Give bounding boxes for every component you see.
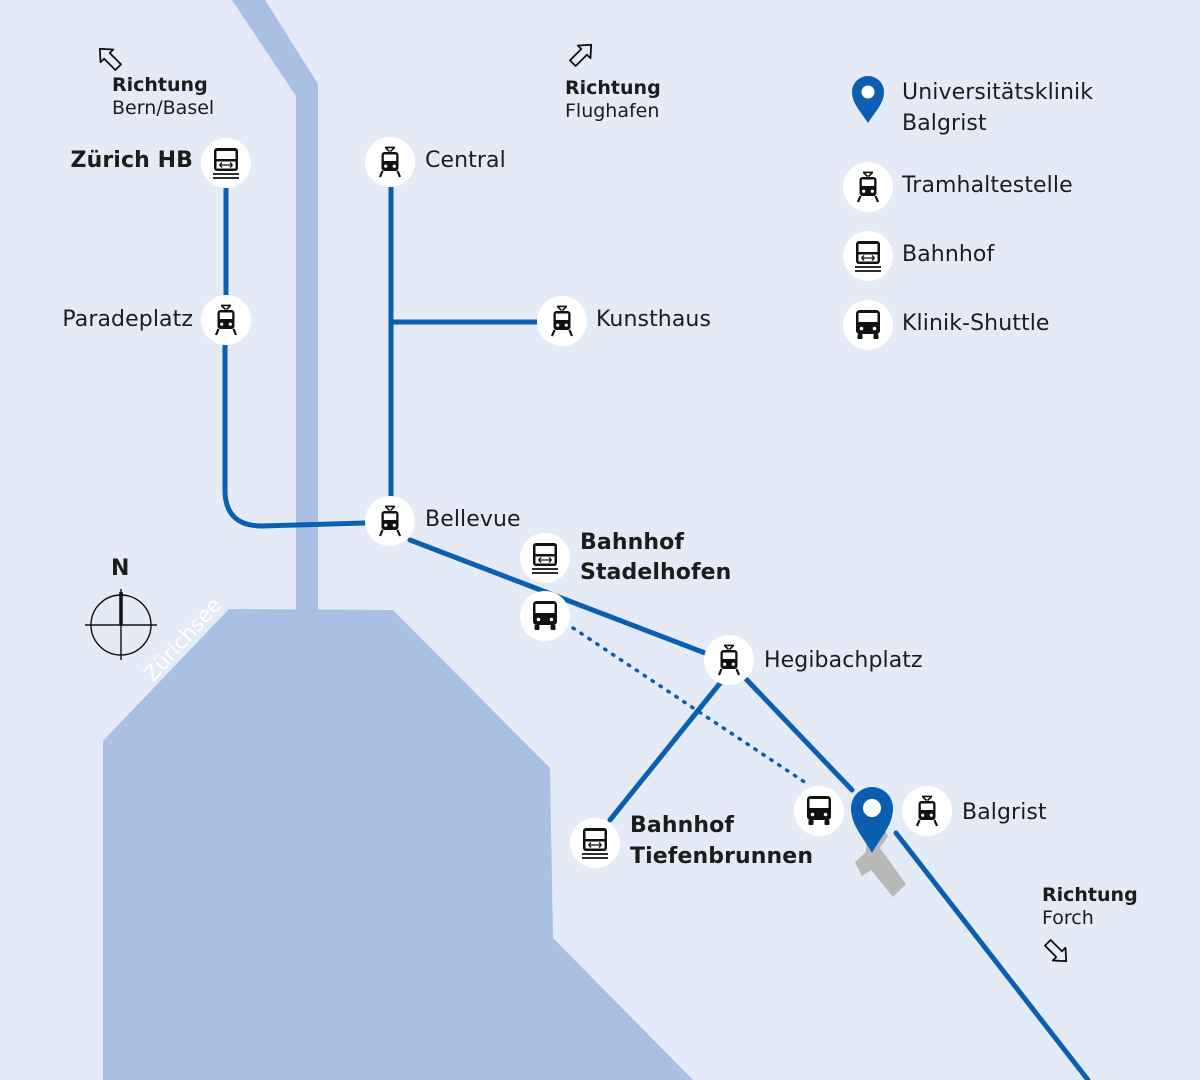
station-label-bellevue[interactable]: Bellevue <box>425 507 521 532</box>
limmat-river <box>232 0 318 620</box>
tram-lines <box>222 184 1091 1080</box>
direction-label: Richtung <box>1042 884 1138 906</box>
station-kunsthaus-badge[interactable] <box>537 296 587 346</box>
legend-tram-icon <box>843 162 893 212</box>
lake-zurich <box>103 609 693 1080</box>
station-hegibachplatz-badge[interactable] <box>704 635 754 685</box>
station-label-zuerich-hb[interactable]: Zürich HB <box>70 148 193 173</box>
station-tiefenbrunnen-badge[interactable] <box>570 818 620 868</box>
station-label-central[interactable]: Central <box>425 148 506 173</box>
station-label-stadelhofen-line1[interactable]: Bahnhof <box>580 530 684 555</box>
station-stadelhofen-badge[interactable] <box>520 533 570 583</box>
direction-label: Richtung <box>565 77 661 99</box>
direction-label: Richtung <box>112 74 208 96</box>
legend-station-label: Bahnhof <box>902 242 995 267</box>
direction-destination: Flughafen <box>565 100 660 122</box>
station-label-hegibachplatz[interactable]: Hegibachplatz <box>764 648 923 673</box>
legend-train-station-icon <box>843 231 893 281</box>
station-paradeplatz-badge[interactable] <box>201 295 251 345</box>
station-central-badge[interactable] <box>365 137 415 187</box>
north-label: N <box>111 556 130 581</box>
direction-destination: Forch <box>1042 907 1094 929</box>
station-label-tiefenbrunnen-line1[interactable]: Bahnhof <box>630 813 734 838</box>
shuttle-balgrist-badge[interactable] <box>794 786 844 836</box>
direction-arrows <box>98 43 1068 963</box>
compass <box>85 589 157 660</box>
direction-forch: Richtung Forch <box>1042 884 1138 930</box>
direction-flughafen: Richtung Flughafen <box>565 77 661 123</box>
direction-bern-basel: Richtung Bern/Basel <box>112 74 214 120</box>
legend-tram-label: Tramhaltestelle <box>902 173 1073 198</box>
legend-clinic-line2: Balgrist <box>902 111 987 136</box>
station-label-balgrist[interactable]: Balgrist <box>962 800 1047 825</box>
station-label-stadelhofen-line2[interactable]: Stadelhofen <box>580 560 732 585</box>
station-label-kunsthaus[interactable]: Kunsthaus <box>596 307 712 332</box>
clinic-location-pin-icon[interactable] <box>851 787 893 853</box>
station-label-paradeplatz[interactable]: Paradeplatz <box>62 307 193 332</box>
legend-shuttle-label: Klinik-Shuttle <box>902 311 1050 336</box>
station-zuerich-hb-badge[interactable] <box>201 138 251 188</box>
direction-destination: Bern/Basel <box>112 97 215 119</box>
shuttle-route <box>571 626 808 785</box>
arrow-up-right-icon <box>569 43 593 67</box>
arrow-down-right-icon <box>1044 939 1068 963</box>
arrow-up-left-icon <box>98 47 122 71</box>
legend-bus-icon <box>843 300 893 350</box>
shuttle-stadelhofen-badge[interactable] <box>520 591 570 641</box>
station-bellevue-badge[interactable] <box>365 496 415 546</box>
legend-location-pin-icon <box>852 76 884 123</box>
station-label-tiefenbrunnen-line2[interactable]: Tiefenbrunnen <box>630 844 814 869</box>
station-balgrist-badge[interactable] <box>902 786 952 836</box>
legend-clinic-line1: Universitätsklinik <box>902 80 1094 105</box>
